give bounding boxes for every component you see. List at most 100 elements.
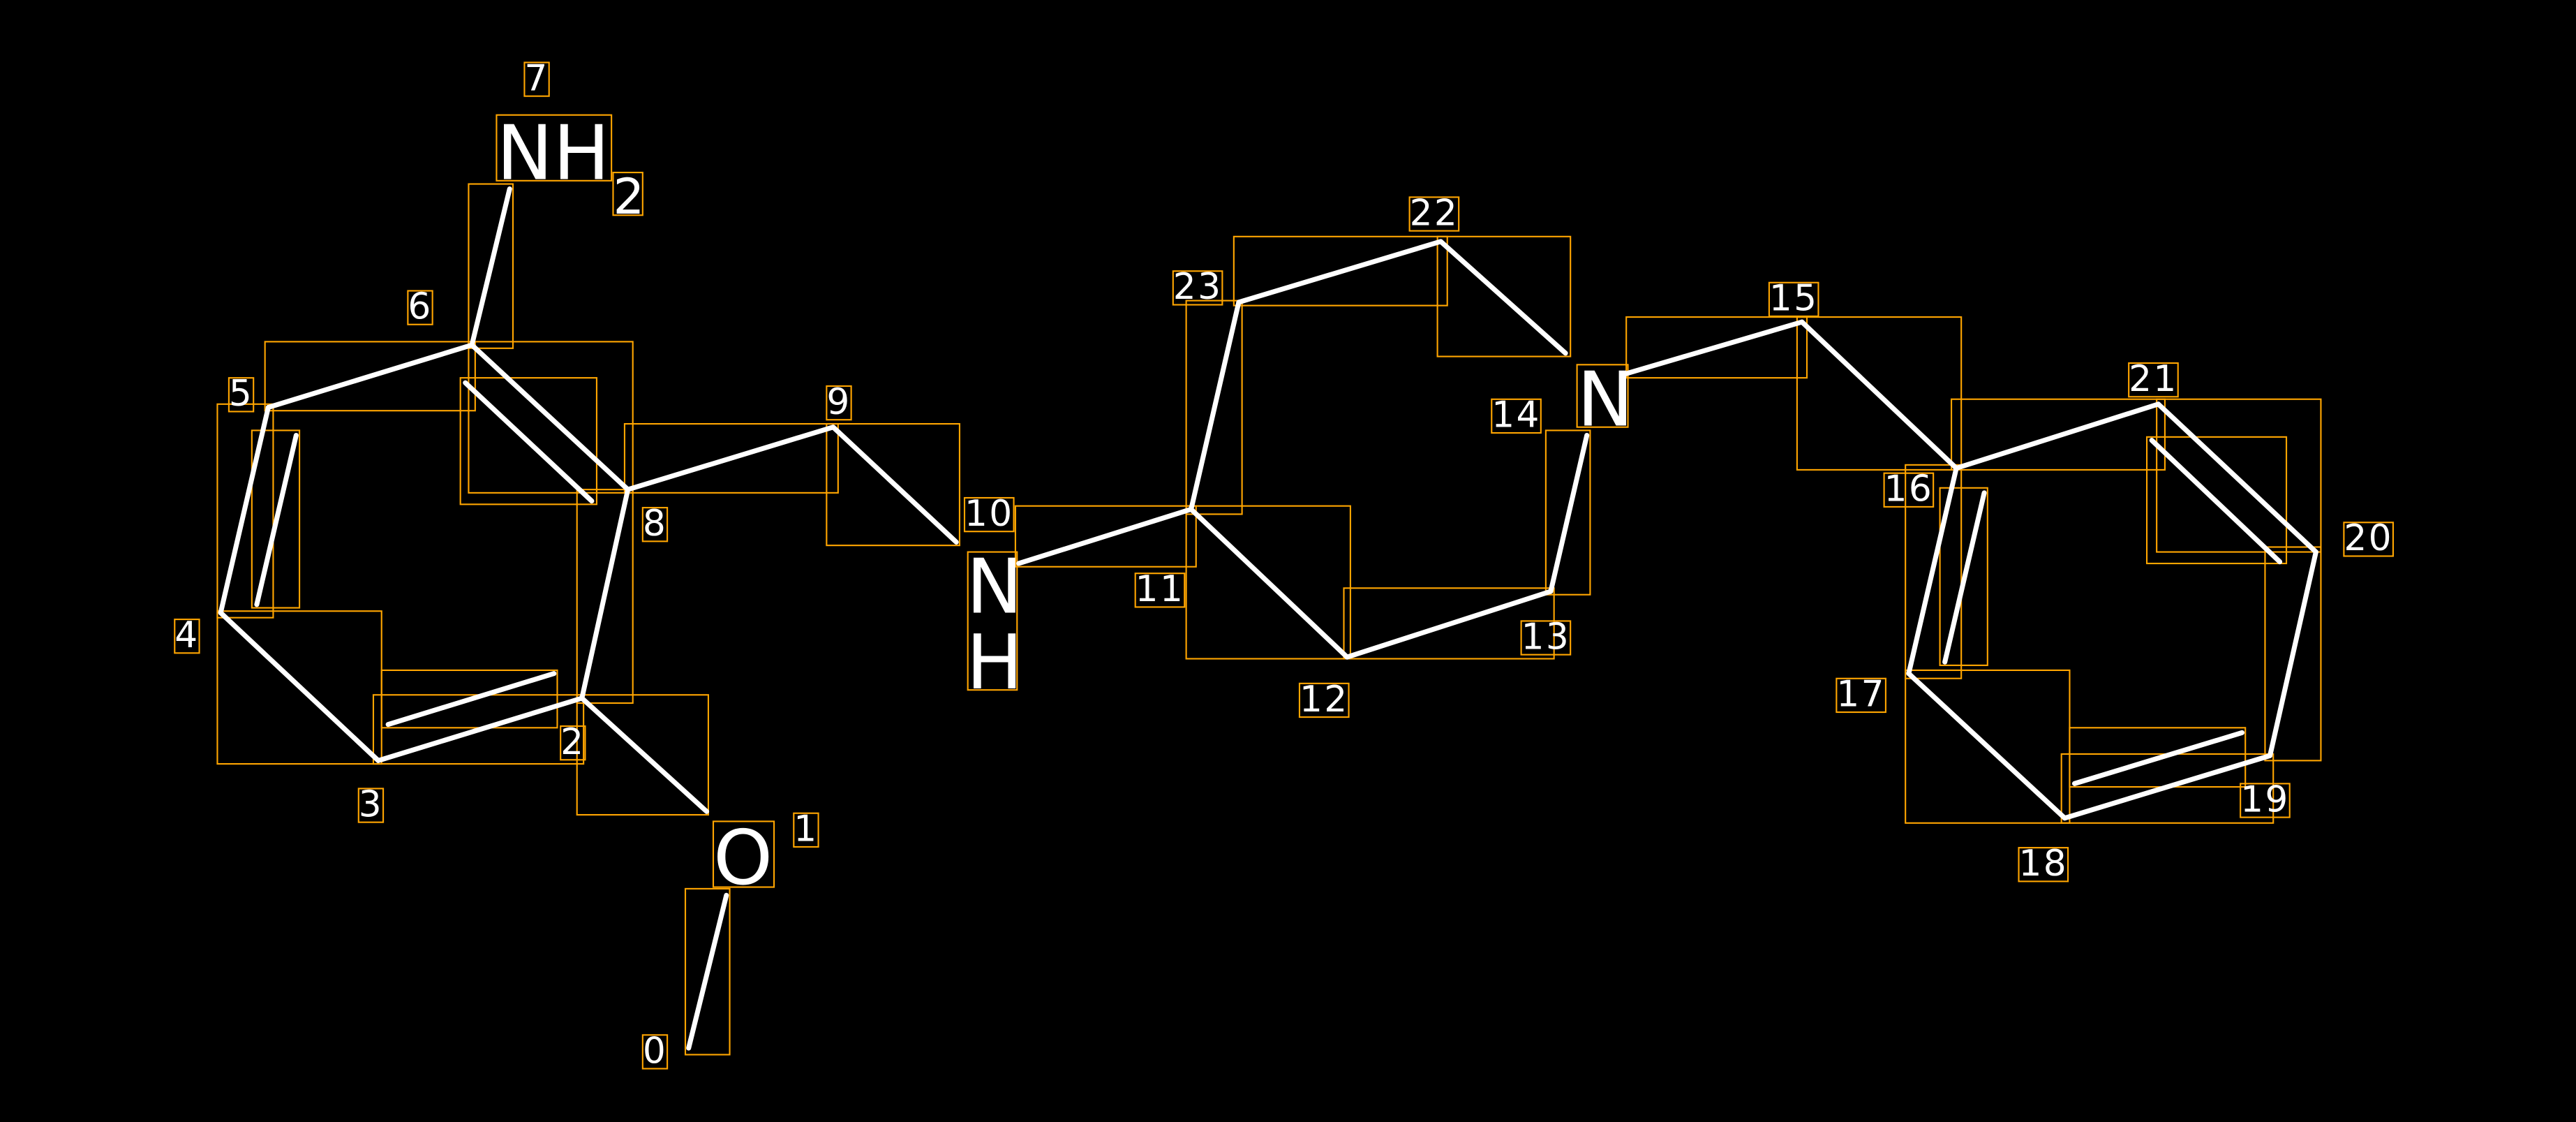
atom-index-label: 22 — [1410, 192, 1459, 234]
bond-line — [579, 487, 631, 701]
bond-line — [1016, 506, 1194, 566]
bounding-box — [1014, 505, 1197, 568]
atom-index-label: 9 — [826, 381, 851, 423]
index-box — [1768, 281, 1819, 318]
bounding-box — [612, 171, 643, 216]
bounding-box — [2145, 436, 2288, 565]
atom-symbol-nitrogen: N — [1577, 355, 1634, 443]
bond-line — [1906, 466, 1959, 677]
bounding-box — [1950, 398, 2166, 471]
index-box — [357, 788, 385, 823]
atom-index-label: 14 — [1491, 394, 1541, 436]
bond-line — [1953, 401, 2161, 471]
index-box — [1520, 620, 1572, 656]
index-box — [641, 1034, 669, 1070]
bond-line — [375, 695, 585, 763]
index-box — [963, 496, 1015, 533]
index-box — [1134, 573, 1186, 608]
bounding-box — [623, 422, 839, 494]
bounding-boxes — [216, 114, 2322, 1056]
atom-symbol-nh-n: N — [966, 543, 1022, 631]
bond-line — [625, 425, 836, 492]
bond-line — [469, 342, 631, 492]
bounding-box — [496, 114, 613, 182]
bounding-box — [216, 403, 274, 619]
bond-line — [2071, 730, 2245, 786]
index-box — [2343, 522, 2395, 557]
bounding-box — [1939, 487, 1988, 666]
atom-index-label: 7 — [524, 57, 549, 99]
bond-line — [686, 892, 729, 1051]
bond-line — [2267, 549, 2318, 758]
bounding-box — [468, 341, 634, 494]
index-box — [641, 507, 669, 542]
bond-line — [1438, 239, 1568, 356]
index-box — [2128, 362, 2179, 398]
atom-index-label: 3 — [359, 783, 383, 825]
atom-index-label: 1 — [794, 809, 818, 850]
bond-line — [1236, 239, 1443, 305]
bond-line — [1906, 671, 2067, 821]
bounding-box — [459, 377, 598, 505]
atom-index-label: 4 — [174, 614, 199, 656]
bond-line — [218, 404, 271, 616]
index-box — [560, 725, 586, 761]
bond-line — [1344, 589, 1554, 660]
atom-index-label: 2 — [560, 721, 585, 763]
bounding-box — [576, 694, 710, 816]
atom-labels: NH 2 O N H N — [496, 109, 1633, 901]
bond-line — [1799, 319, 1959, 471]
index-box — [793, 812, 819, 848]
atom-index-label: 0 — [643, 1030, 667, 1072]
bond-line — [2062, 753, 2273, 821]
atom-index-label: 13 — [1521, 616, 1571, 658]
atom-index-label: 17 — [1836, 674, 1886, 716]
bounding-box — [1905, 464, 1963, 679]
index-box — [1836, 677, 1886, 714]
atom-index-label: 23 — [1173, 266, 1223, 308]
index-box — [2240, 783, 2291, 818]
bounding-box — [1185, 300, 1243, 515]
atom-index-label: 10 — [965, 493, 1014, 535]
bond-line — [1189, 300, 1242, 512]
bond-line — [1189, 506, 1350, 660]
bounding-box — [712, 820, 775, 888]
bond-line — [469, 186, 512, 348]
bounding-box — [1233, 235, 1448, 307]
atom-index-label: 18 — [2019, 843, 2069, 885]
atom-symbol-nh2: NH — [496, 109, 609, 197]
bounding-box — [967, 551, 1018, 691]
atom-symbol-nh-h: H — [966, 619, 1022, 707]
atom-index-label: 5 — [229, 373, 253, 415]
bounding-box — [1796, 316, 1963, 471]
bounding-box — [2069, 727, 2247, 788]
atom-index-label: 19 — [2240, 778, 2290, 820]
atom-index-label: 16 — [1884, 468, 1934, 510]
bounding-box — [1625, 316, 1808, 379]
bounding-box — [251, 429, 301, 609]
bounding-box — [684, 887, 731, 1056]
bond-line — [385, 671, 557, 728]
atom-symbol-oxygen: O — [713, 814, 773, 902]
bond-line — [2149, 438, 2283, 565]
bond-line — [1942, 490, 1987, 665]
bond-line — [463, 380, 595, 504]
atom-index-label: 12 — [1300, 679, 1349, 721]
index-box — [407, 290, 433, 325]
index-box — [1408, 196, 1460, 232]
index-box — [1883, 472, 1935, 508]
index-box — [826, 385, 852, 421]
bounding-box — [2264, 546, 2322, 762]
index-box — [228, 377, 255, 413]
bounding-box — [576, 489, 634, 704]
atom-index-label: 15 — [1769, 278, 1819, 320]
bounding-box — [826, 422, 960, 547]
bond-line — [218, 610, 381, 763]
bonds — [218, 186, 2318, 1051]
index-box — [523, 61, 550, 97]
bounding-box — [1436, 235, 1572, 357]
bounding-box — [264, 341, 476, 412]
bond-line — [831, 425, 959, 545]
